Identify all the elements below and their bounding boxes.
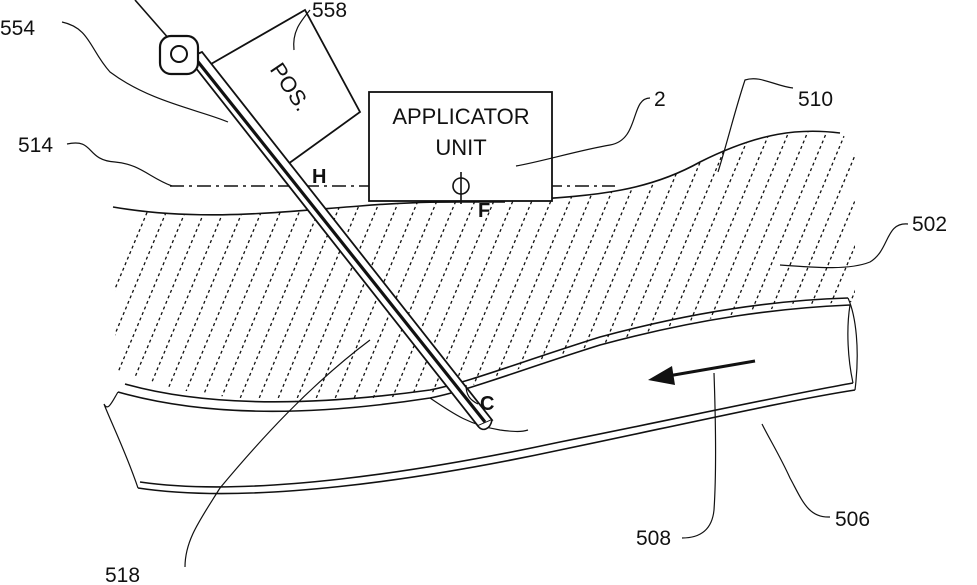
hatch-line: [706, 110, 836, 420]
hatch-line: [877, 110, 977, 420]
hatch-line: [535, 110, 665, 420]
hatch-line: [782, 110, 912, 420]
ref-502: 502: [912, 213, 947, 236]
hatch-line: [98, 110, 228, 420]
hatch-line: [117, 110, 247, 420]
applicator-label-line1: APPLICATOR: [392, 104, 529, 129]
hatch-line: [193, 110, 323, 420]
ref-506: 506: [835, 508, 870, 531]
flow-arrow: [648, 361, 755, 385]
hatch-line: [915, 110, 977, 420]
hatch-line: [79, 110, 209, 420]
hatch-line: [934, 110, 977, 420]
hatch-line: [744, 110, 874, 420]
hatch-line: [136, 110, 266, 420]
ref-514: 514: [18, 134, 53, 157]
hatch-line: [858, 110, 977, 420]
ref-554: 554: [0, 17, 35, 40]
hatch-line: [953, 110, 977, 420]
hatch-line: [972, 110, 977, 420]
hatch-line: [630, 110, 760, 420]
point-f-label: F: [478, 200, 490, 222]
applicator-label-line2: UNIT: [435, 135, 486, 160]
hatch-line: [896, 110, 977, 420]
point-h-label: H: [312, 166, 326, 188]
point-c-label: C: [480, 393, 494, 415]
hatch-line: [725, 110, 855, 420]
hatch-line: [820, 110, 950, 420]
ref-558: 558: [312, 0, 347, 22]
ref-508: 508: [636, 527, 671, 550]
ref-518: 518: [105, 564, 140, 585]
ref-510: 510: [798, 88, 833, 111]
hatch-line: [687, 110, 817, 420]
hatch-line: [801, 110, 931, 420]
ref-2: 2: [654, 88, 666, 111]
hatch-line: [60, 110, 190, 420]
hatch-line: [592, 110, 722, 420]
